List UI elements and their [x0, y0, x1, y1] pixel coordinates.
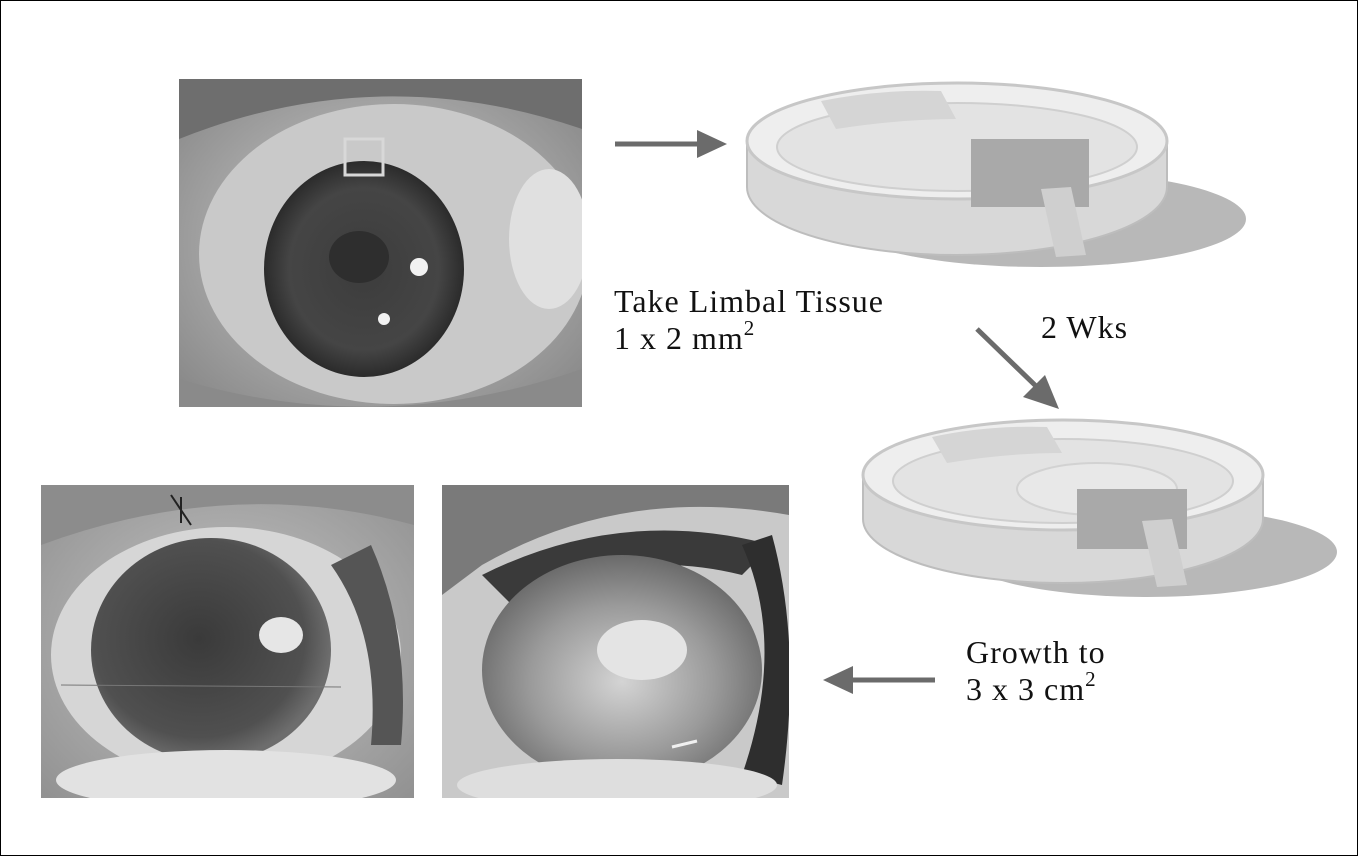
arrow-right-icon	[615, 127, 727, 161]
culture-dish-initial	[741, 79, 1246, 269]
take-tissue-line2: 1 x 2 mm2	[614, 320, 884, 357]
donor-eye-photo	[179, 79, 582, 407]
arrow-left-icon	[823, 663, 935, 697]
take-tissue-label: Take Limbal Tissue 1 x 2 mm2	[614, 283, 884, 357]
growth-label: Growth to 3 x 3 cm2	[966, 634, 1106, 708]
growth-line1: Growth to	[966, 634, 1106, 671]
growth-size: 3 x 3 cm	[966, 671, 1085, 707]
arrow-diagonal-icon	[971, 323, 1063, 411]
growth-exponent: 2	[1085, 667, 1097, 691]
recipient-eye-photo-healed	[442, 485, 789, 798]
take-tissue-exponent: 2	[744, 316, 756, 340]
culture-dish-grown	[857, 417, 1337, 599]
recipient-eye-photo-postop	[41, 485, 414, 798]
take-tissue-size: 1 x 2 mm	[614, 320, 744, 356]
growth-line2: 3 x 3 cm2	[966, 671, 1106, 708]
take-tissue-line1: Take Limbal Tissue	[614, 283, 884, 320]
